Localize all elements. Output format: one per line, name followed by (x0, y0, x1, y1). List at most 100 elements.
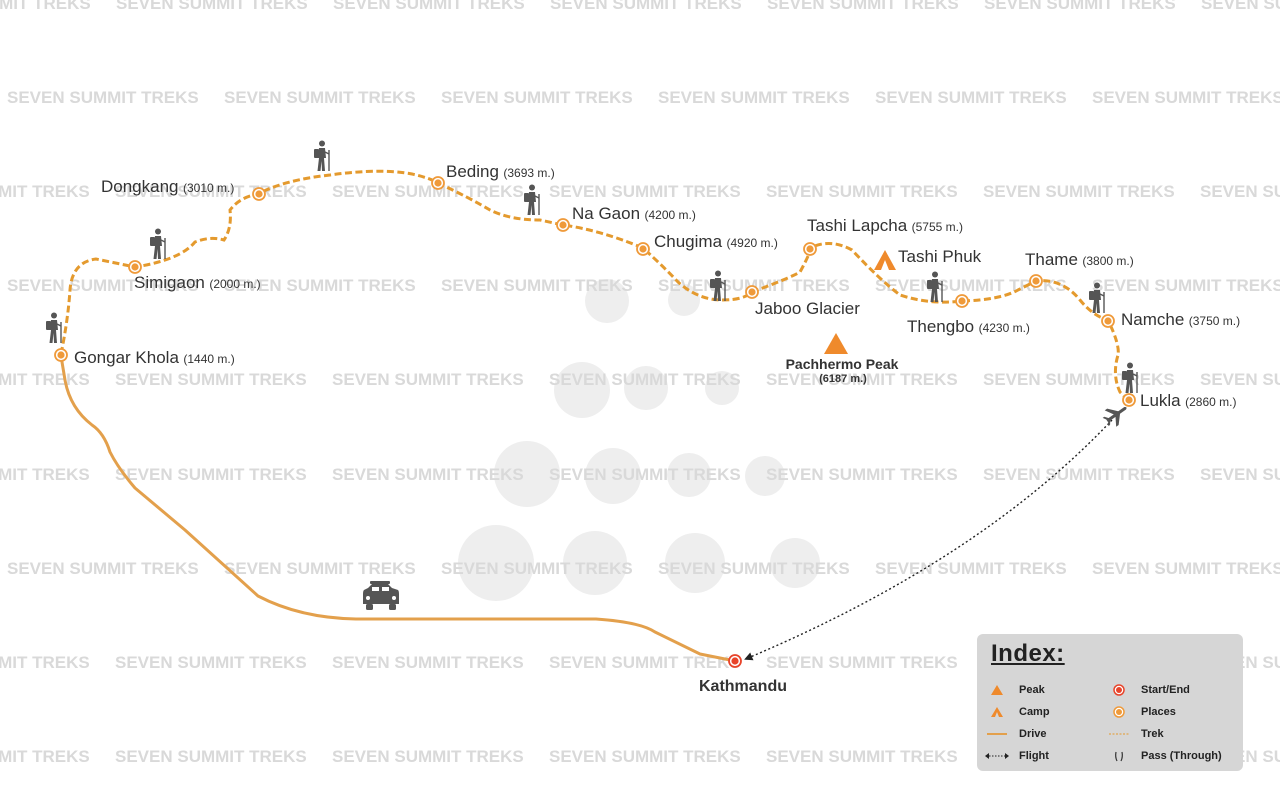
place-label-tashi-lapcha: Tashi Lapcha (5755 m.) (807, 216, 963, 235)
place-label-dongkang: Dongkang (3010 m.) (101, 177, 234, 196)
place-labels: Gongar Khola (1440 m.) Simigaon (2000 m.… (74, 162, 1240, 695)
place-label-jaboo-glacier: Jaboo Glacier (755, 299, 860, 318)
pass-icon (1105, 749, 1133, 763)
camp-icon (874, 250, 896, 270)
watermark-text: SEVEN SUMMIT TREKS (549, 653, 741, 672)
watermark-text: SEVEN SUMMIT TREKS (549, 370, 741, 389)
watermark-text: SEVEN SUMMIT TREKS (332, 747, 524, 766)
watermark-text: SEVEN SUMMIT TREKS (224, 559, 416, 578)
watermark-text: SEVEN SUMMIT TREKS (332, 653, 524, 672)
legend-label: Pass (Through) (1141, 750, 1222, 762)
legend-label: Peak (1019, 684, 1045, 696)
hiker-icon (45, 312, 62, 344)
watermark-text: SEVEN SUMMIT TREKS (1092, 88, 1280, 107)
watermark-text: SEVEN SUMMIT TREKS (116, 0, 308, 13)
watermark-text: SEVEN SUMMIT TREKS (766, 747, 958, 766)
legend-label: Drive (1019, 728, 1047, 740)
watermark-text: SEVEN SUMMIT TREKS (983, 370, 1175, 389)
watermark-text: SEVEN SUMMIT TREKS (333, 0, 525, 13)
watermark-text: SEVEN SUMMIT TREKS (549, 747, 741, 766)
watermark-text: SEVEN SUMMIT TREKS (441, 88, 633, 107)
marker-center (559, 221, 567, 229)
drive-route-line (59, 355, 736, 663)
marker-center (958, 297, 966, 305)
flight-line-icon (983, 749, 1011, 763)
peak-elev: (6187 m.) (819, 373, 867, 385)
legend-item-flight: Flight (983, 749, 1049, 763)
legend-item-pass: Pass (Through) (1105, 749, 1222, 763)
legend-title: Index: (991, 640, 1065, 667)
hiker-icon (523, 184, 540, 216)
watermark-text: SEVEN SUMMIT TREKS (115, 653, 307, 672)
start-end-dot-icon (1105, 683, 1133, 697)
place-label-na-gaon: Na Gaon (4200 m.) (572, 204, 696, 223)
legend-item-trek: Trek (1105, 727, 1164, 741)
watermark-text: SEVEN SUMMIT TREKS (766, 465, 958, 484)
trek-line-icon (1105, 727, 1133, 741)
place-label-simigaon: Simigaon (2000 m.) (134, 273, 261, 292)
watermark-text: SEVEN SUMMIT TREKS (332, 182, 524, 201)
watermark-text: SEVEN SUMMIT TREKS (7, 276, 199, 295)
watermark-text: SEVEN SUMMIT TREKS (1200, 182, 1280, 201)
marker-center (639, 245, 647, 253)
watermark-text: SEVEN SUMMIT TREKS (7, 88, 199, 107)
watermark-text: SEVEN SUMMIT TREKS (1200, 370, 1280, 389)
marker-center (1032, 277, 1040, 285)
watermark-text: SEVEN SUMMIT TREKS (115, 747, 307, 766)
place-dots (54, 176, 1136, 668)
marker-center (806, 245, 814, 253)
decorative-circles (458, 279, 820, 601)
legend-label: Trek (1141, 728, 1164, 740)
watermark-text: SEVEN SUMMIT TREKS (7, 559, 199, 578)
peak-icon (824, 333, 848, 354)
place-label-namche: Namche (3750 m.) (1121, 310, 1240, 329)
watermark-text: SEVEN SUMMIT TREKS (0, 653, 90, 672)
watermark-text: SEVEN SUMMIT TREKS (0, 465, 90, 484)
peak-icon (983, 683, 1011, 697)
watermark-text: SEVEN SUMMIT TREKS (875, 88, 1067, 107)
legend-panel: Index: Peak Camp Drive Flight Start/End (977, 634, 1243, 771)
place-label-thame: Thame (3800 m.) (1025, 250, 1134, 269)
watermark-text: SEVEN SUMMIT TREKS (550, 0, 742, 13)
legend-label: Flight (1019, 750, 1049, 762)
marker-center (1125, 396, 1133, 404)
marker-center (748, 288, 756, 296)
marker-center (131, 263, 139, 271)
watermark-text: SEVEN SUMMIT TREKS (983, 465, 1175, 484)
watermark-text: SEVEN SUMMIT TREKS (115, 370, 307, 389)
marker-center (57, 351, 65, 359)
legend-label: Places (1141, 706, 1176, 718)
place-label-beding: Beding (3693 m.) (446, 162, 555, 181)
marker-center (255, 190, 263, 198)
hiker-icon (313, 140, 330, 172)
watermark-text: SEVEN SUMMIT TREKS (332, 465, 524, 484)
watermark-text: SEVEN SUMMIT TREKS (658, 88, 850, 107)
legend-label: Start/End (1141, 684, 1190, 696)
watermark-text: SEVEN SUMMIT TREKS (984, 0, 1176, 13)
legend-item-camp: Camp (983, 705, 1050, 719)
place-label-gongar-khola: Gongar Khola (1440 m.) (74, 348, 235, 367)
watermark-text: SEVEN SUMMIT TREKS (1201, 0, 1280, 13)
watermark-text: SEVEN SUMMIT TREKS (1092, 559, 1280, 578)
legend-item-drive: Drive (983, 727, 1047, 741)
taxi-icon (363, 581, 399, 610)
watermark-text: SEVEN SUMMIT TREKS (766, 370, 958, 389)
drive-line-icon (983, 727, 1011, 741)
camp-name: Tashi Phuk (898, 247, 982, 266)
place-dot-icon (1105, 705, 1133, 719)
hiker-icon (149, 228, 166, 260)
watermark-text: SEVEN SUMMIT TREKS (766, 653, 958, 672)
plane-icon (1102, 406, 1127, 427)
peak-name: Pachhermo Peak (786, 356, 899, 372)
place-label-kathmandu: Kathmandu (699, 678, 787, 695)
marker-center (731, 657, 739, 665)
watermark-text: SEVEN SUMMIT TREKS (441, 276, 633, 295)
legend-item-places: Places (1105, 705, 1176, 719)
watermark-text: SEVEN SUMMIT TREKS (766, 182, 958, 201)
watermark-text: SEVEN SUMMIT TREKS (983, 182, 1175, 201)
camp-icon (983, 705, 1011, 719)
place-label-chugima: Chugima (4920 m.) (654, 232, 778, 251)
watermark-text: SEVEN SUMMIT TREKS (549, 465, 741, 484)
watermark-text: SEVEN SUMMIT TREKS (115, 465, 307, 484)
legend-item-start-end: Start/End (1105, 683, 1190, 697)
